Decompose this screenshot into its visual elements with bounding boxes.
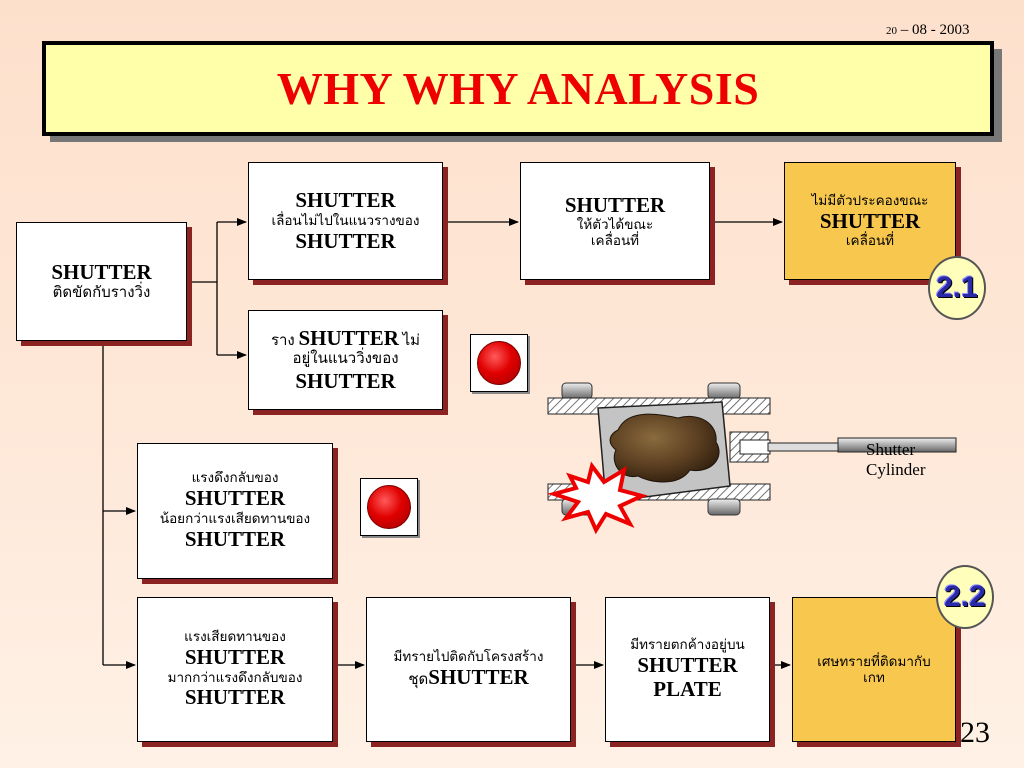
why-box-text: เลื่อนไม่ไปในแนวรางของ [271, 213, 420, 229]
impact-burst-icon [547, 461, 648, 535]
why-box-text: เคลื่อนที่ [590, 233, 640, 249]
cylinder-housing [837, 437, 957, 453]
badge-label: 2.2 [944, 580, 986, 613]
root-cause-box-2-1: ไม่มีตัวประคองขณะ SHUTTER เคลื่อนที่ [784, 162, 956, 280]
why-box-row4-3: มีทรายตกค้างอยู่บน SHUTTER PLATE [605, 597, 770, 742]
date-day: 20 [886, 25, 897, 37]
why-box-text: ชุดSHUTTER [408, 665, 528, 690]
why-box-row1-2: SHUTTER ให้ตัวได้ขณะ เคลื่อนที่ [520, 162, 710, 280]
cylinder-rod [767, 442, 839, 452]
why-box-text: แรงเสียดทานของ [184, 628, 286, 644]
page-number: 23 [960, 716, 990, 749]
why-box-text: SHUTTER [637, 652, 738, 677]
why-box-row3: แรงดึงกลับของ SHUTTER น้อยกว่าแรงเสียดทา… [137, 443, 333, 579]
why-box-text: SHUTTER [184, 486, 286, 511]
wheel-top-right [707, 382, 741, 400]
text-fragment: ชุด [408, 672, 429, 689]
label-cylinder: Cylinder [866, 460, 926, 480]
date-rest: – 08 - 2003 [897, 22, 970, 38]
label-shutter: Shutter [866, 440, 916, 459]
root-line1: SHUTTER [51, 260, 152, 285]
text-fragment: SHUTTER [298, 326, 399, 351]
why-box-text: SHUTTER [564, 192, 666, 217]
why-box-text: แรงดึงกลับของ [191, 470, 279, 486]
why-box-text: SHUTTER [184, 644, 286, 669]
why-box-text: SHUTTER [184, 526, 286, 551]
why-box-row1-1: SHUTTER เลื่อนไม่ไปในแนวรางของ SHUTTER [248, 162, 443, 280]
why-box-text: เศษทรายที่ติดมากับ [817, 653, 931, 669]
slide-date: 20 – 08 - 2003 [886, 22, 970, 39]
text-fragment: ราง [270, 333, 299, 350]
root-cause-box-2-2: เศษทรายที่ติดมากับ เกท [792, 597, 956, 742]
sand-lump [609, 413, 720, 483]
why-box-text: SHUTTER [295, 228, 396, 253]
slide-title: WHY WHY ANALYSIS [276, 63, 760, 114]
wheel-bottom-right [707, 498, 741, 516]
badge-2-2: 2.2 [936, 565, 994, 629]
badge-label: 2.1 [936, 271, 978, 304]
shutter-illustration [547, 382, 957, 535]
why-box-row4-1: แรงเสียดทานของ SHUTTER มากกว่าแรงดึงกลับ… [137, 597, 333, 742]
why-box-text: SHUTTER [819, 208, 921, 233]
why-box-text: มากกว่าแรงดึงกลับของ [167, 669, 303, 685]
why-box-text: PLATE [653, 677, 722, 702]
why-box-row4-2: มีทรายไปติดกับโครงสร้าง ชุดSHUTTER [366, 597, 571, 742]
why-box-text: SHUTTER [184, 685, 286, 710]
why-box-text: ราง SHUTTER ไม่ [271, 326, 420, 351]
why-box-text: น้อยกว่าแรงเสียดทานของ [159, 511, 311, 526]
why-box-text: มีทรายไปติดกับโครงสร้าง [393, 649, 544, 665]
why-box-text: SHUTTER [295, 188, 396, 213]
red-dot-marker [470, 334, 528, 392]
text-fragment: ไม่ [398, 333, 421, 350]
badge-2-1: 2.1 [928, 256, 986, 320]
illustration-label: Shutter Cylinder [866, 440, 926, 481]
wheel-top-left [561, 382, 593, 400]
cylinder-bore [739, 439, 771, 455]
red-circle-icon [477, 341, 521, 385]
root-problem-box: SHUTTER ติดขัดกับรางวิ่ง [16, 222, 187, 341]
why-box-text: ให้ตัวได้ขณะ [576, 217, 654, 233]
red-circle-icon [367, 485, 411, 529]
why-box-text: มีทรายตกค้างอยู่บน [630, 636, 745, 652]
title-banner: WHY WHY ANALYSIS [42, 41, 994, 136]
why-box-text: SHUTTER [295, 368, 396, 393]
red-dot-marker [360, 478, 418, 536]
why-box-text: อยู่ในแนววิ่งของ [292, 351, 399, 368]
why-box-text: เกท [863, 669, 885, 685]
why-box-text: เคลื่อนที่ [845, 233, 895, 249]
why-box-row2: ราง SHUTTER ไม่ อยู่ในแนววิ่งของ SHUTTER [248, 310, 443, 410]
why-box-text: ไม่มีตัวประคองขณะ [811, 192, 929, 208]
text-fragment: SHUTTER [428, 665, 529, 690]
root-line2: ติดขัดกับรางวิ่ง [52, 285, 151, 302]
